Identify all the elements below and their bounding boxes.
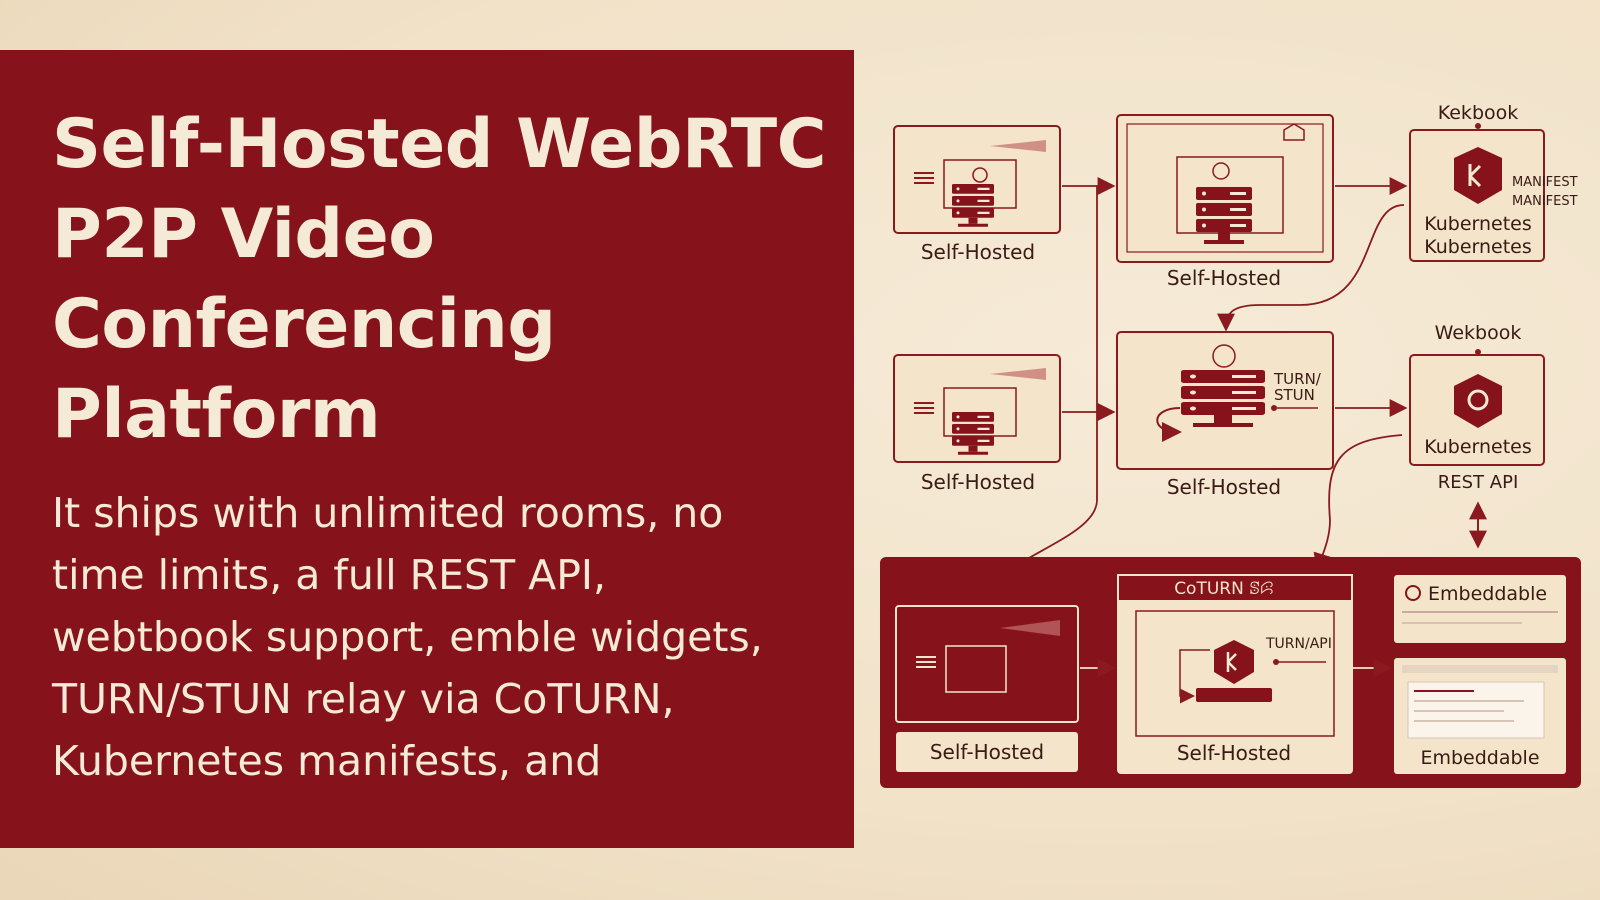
node-kubernetes-top bbox=[1409, 123, 1545, 262]
label-turn-stun-1: TURN/ bbox=[1273, 370, 1322, 388]
node-self-hosted-b1 bbox=[893, 354, 1061, 463]
label-embed-bottom: Embeddable bbox=[1420, 747, 1539, 769]
description-line-2: time limits, a full REST API, bbox=[52, 551, 607, 599]
page-title: Self-Hosted WebRTC P2P Video Conferencin… bbox=[52, 100, 832, 460]
description: It ships with unlimited rooms, no time l… bbox=[52, 482, 842, 792]
label-turn-api: TURN/API bbox=[1265, 636, 1332, 652]
label-k8s-top-header: Kekbook bbox=[1438, 102, 1519, 124]
label-k8s-top-2: Kubernetes bbox=[1424, 236, 1532, 258]
title-line-3: Conferencing bbox=[52, 285, 556, 364]
label-node-b1: Self-Hosted bbox=[921, 470, 1035, 494]
node-kubernetes-mid bbox=[1409, 349, 1545, 466]
label-k8s-top-1: Kubernetes bbox=[1424, 213, 1532, 235]
label-bottom-left: Self-Hosted bbox=[930, 740, 1044, 764]
title-line-2: P2P Video bbox=[52, 195, 435, 274]
label-manifest-1: MANIFEST bbox=[1512, 175, 1578, 190]
node-self-hosted-b2 bbox=[1116, 331, 1334, 470]
label-k8s-mid: Kubernetes bbox=[1424, 436, 1532, 458]
label-node-a1: Self-Hosted bbox=[921, 240, 1035, 264]
description-line-4: TURN/STUN relay via CoTURN, bbox=[52, 675, 675, 723]
label-node-a2: Self-Hosted bbox=[1167, 266, 1281, 290]
label-bottom-center: Self-Hosted bbox=[1177, 741, 1291, 765]
title-panel bbox=[0, 50, 854, 848]
label-k8s-mid-header: Wekbook bbox=[1435, 322, 1522, 344]
label-turn-stun-2: STUN bbox=[1274, 386, 1315, 404]
node-embeddable-bottom bbox=[1394, 658, 1566, 774]
label-manifest-2: MANIFEST bbox=[1512, 194, 1578, 209]
node-self-hosted-a1 bbox=[893, 125, 1061, 234]
title-line-4: Platform bbox=[52, 375, 381, 454]
label-embed-top: Embeddable bbox=[1428, 583, 1547, 605]
node-self-hosted-a2 bbox=[1116, 114, 1334, 263]
node-self-hosted-bottom-left bbox=[895, 605, 1079, 772]
description-line-5: Kubernetes manifests, and bbox=[52, 737, 602, 785]
label-coturn-header: CoTURN ꕷꕸ bbox=[1174, 579, 1274, 599]
bottom-band: Self-Hosted CoTURN ꕷꕸ TURN/API Self-Host… bbox=[880, 557, 1581, 788]
label-rest-api: REST API bbox=[1438, 472, 1519, 493]
connectors bbox=[979, 177, 1487, 604]
description-line-1: It ships with unlimited rooms, no bbox=[52, 489, 724, 537]
label-node-b2: Self-Hosted bbox=[1167, 475, 1281, 499]
node-embeddable-top bbox=[1394, 575, 1566, 643]
node-coturn bbox=[1117, 574, 1353, 774]
description-line-3: webtbook support, emble widgets, bbox=[52, 613, 763, 661]
title-line-1: Self-Hosted WebRTC bbox=[52, 105, 827, 184]
